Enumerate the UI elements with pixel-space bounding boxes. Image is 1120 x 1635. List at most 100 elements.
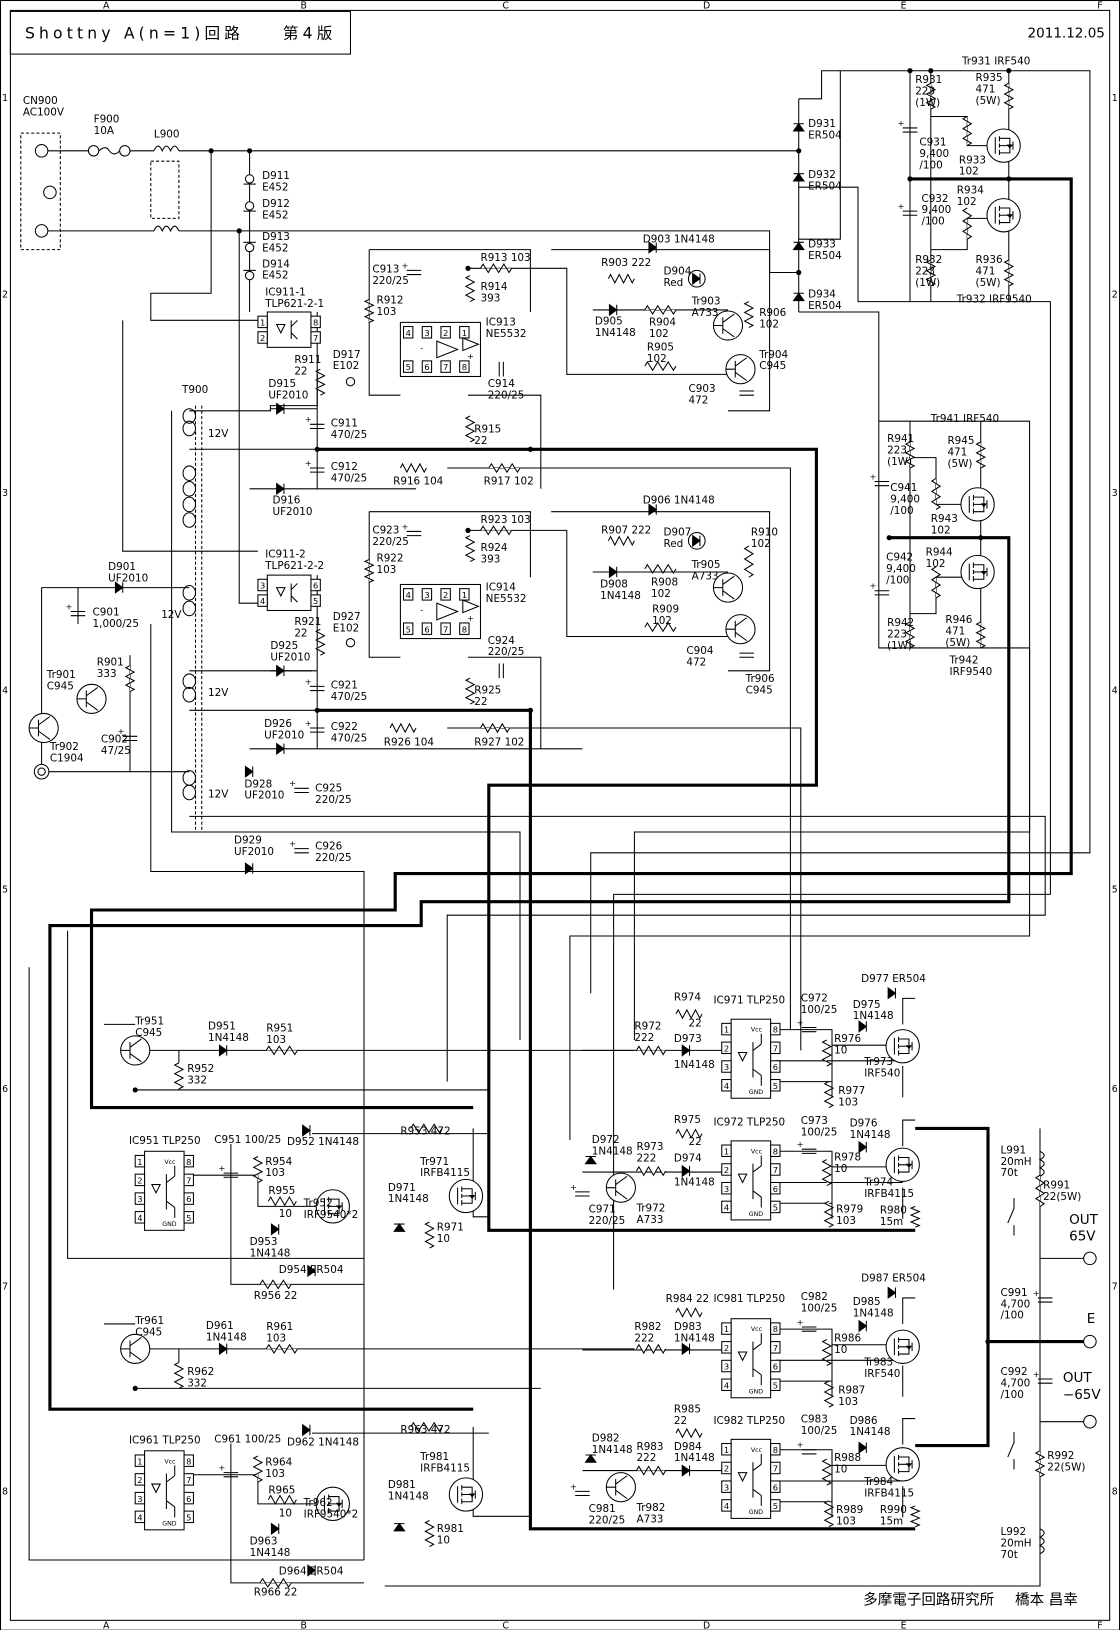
terminal-icon[interactable] — [1083, 1334, 1097, 1349]
component-value: 102 — [652, 615, 672, 627]
component-ref: R955 — [268, 1185, 295, 1197]
component-value: 22(5W) — [1043, 1191, 1081, 1203]
component-ref: C942 — [886, 552, 913, 564]
diode-icon — [792, 122, 805, 132]
column-marker: E — [901, 1621, 907, 1630]
component-label-r975: R975 — [674, 1114, 701, 1126]
component-ref: Tr932 IRF9540 — [956, 294, 1032, 306]
component-ref: 22 — [688, 1017, 701, 1029]
component-ref: Tr941 IRF540 — [930, 413, 999, 425]
ic-pin — [770, 1041, 781, 1055]
component-value: 102 — [759, 319, 779, 331]
polarity-plus: + — [305, 718, 312, 728]
polarity-plus: + — [570, 1481, 577, 1491]
component-value: IRF540 — [864, 1067, 900, 1079]
capacitor-icon — [902, 210, 918, 216]
vcc-label: Vcc — [751, 1148, 763, 1155]
inductor-icon — [153, 145, 180, 153]
column-marker: F — [1097, 1621, 1102, 1630]
component-value: 10 — [437, 1233, 450, 1245]
component-value: 4,700 — [1000, 1298, 1030, 1310]
power-bus-wire — [89, 177, 1073, 1110]
diode-icon — [858, 1441, 868, 1454]
mosfet-body-diode-icon — [1006, 144, 1013, 149]
gate-driver-package — [730, 1438, 772, 1519]
mosfet-body-diode-icon — [905, 1463, 913, 1468]
polarity-plus: + — [289, 839, 296, 849]
resistor-icon — [607, 273, 635, 285]
ic-pin — [459, 588, 470, 601]
component-value: (1W) — [915, 277, 940, 289]
column-marker: B — [301, 1621, 307, 1630]
component-value: /100 — [1000, 1310, 1023, 1322]
mosfet-body-diode-icon — [980, 570, 987, 576]
component-ref: R974 — [674, 991, 701, 1003]
ic-pin-number: 4 — [724, 1081, 729, 1091]
component-ref: D934 — [808, 288, 836, 300]
component-value: 470/25 — [331, 733, 368, 745]
row-marker: 8 — [2, 1486, 8, 1497]
switch-icon[interactable] — [1007, 1198, 1015, 1236]
row-marker: 4 — [1112, 686, 1118, 697]
terminal-icon[interactable] — [43, 185, 57, 200]
resistor-icon — [675, 1307, 703, 1318]
component-value: /100 — [919, 159, 942, 171]
ic-pin — [257, 578, 268, 592]
resistor-icon — [399, 462, 427, 474]
resistor-icon — [464, 275, 476, 303]
ic-pin-number: 8 — [773, 1324, 778, 1334]
component-value: 103 — [836, 1516, 856, 1528]
terminal-icon[interactable] — [34, 144, 49, 158]
ic-pin — [770, 1461, 781, 1475]
ic-pin-number: 6 — [186, 1494, 191, 1504]
capacitor-icon — [406, 530, 422, 537]
terminal-icon[interactable] — [1083, 1251, 1097, 1266]
component-ref: R909 — [652, 604, 679, 616]
gate-driver-icon — [737, 1333, 762, 1386]
mosfet-body-diode-icon — [469, 1194, 476, 1200]
component-ref: R911 — [294, 354, 321, 366]
component-value: 9,400 — [886, 563, 916, 575]
component-value: 332 — [187, 1075, 207, 1087]
ic-pin — [134, 1211, 146, 1224]
crd-diode-icon — [345, 376, 356, 387]
component-ref: D907 — [664, 527, 692, 539]
component-value: 332 — [187, 1377, 207, 1389]
ic-pin-number: 7 — [443, 362, 448, 372]
organization-name: 多摩電子回路研究所 — [863, 1591, 994, 1609]
ic-pin — [134, 1491, 146, 1505]
terminal-icon[interactable] — [34, 224, 49, 238]
ic-pin — [459, 326, 470, 339]
component-value: 470/25 — [331, 429, 368, 441]
ic-pin — [721, 1078, 732, 1092]
component-value: E452 — [262, 209, 288, 221]
component-value: 4,700 — [1000, 1377, 1030, 1389]
component-value: TLP621-2-1 — [264, 298, 324, 310]
column-marker: A — [103, 1621, 110, 1630]
component-label-d952-1n4148: D952 1N4148 — [287, 1136, 359, 1148]
switch-icon[interactable] — [1007, 1432, 1015, 1470]
ic-pin-number: 6 — [424, 362, 429, 372]
diode-icon — [584, 1454, 597, 1463]
component-ref: D932 — [808, 169, 836, 181]
component-ref: 12V — [208, 789, 229, 801]
diode-icon — [218, 1342, 228, 1356]
terminal-icon[interactable] — [1083, 1414, 1097, 1429]
component-value: 222 — [634, 1333, 654, 1345]
junction-dot — [314, 707, 320, 713]
